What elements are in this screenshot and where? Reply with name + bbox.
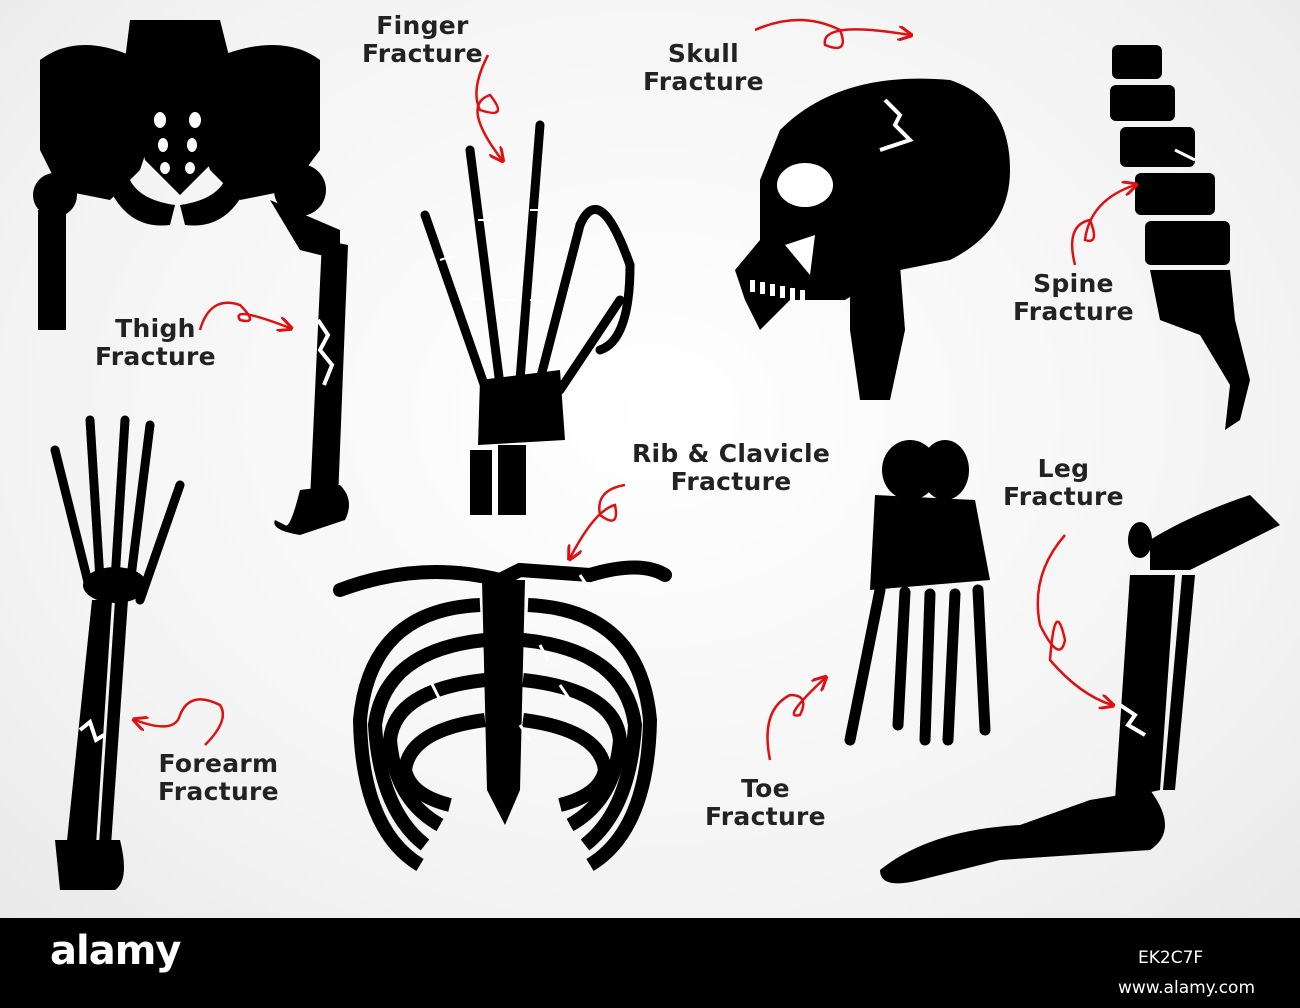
pelvis-icon [33, 20, 320, 330]
ribcage-icon [333, 560, 672, 871]
watermark-footer: alamy EK2C7F www.alamy.com [0, 918, 1300, 1008]
arrow-forearm [135, 698, 225, 746]
skull-icon [735, 78, 1010, 400]
footer-url: www.alamy.com [1118, 978, 1256, 998]
annotation-arrows [135, 18, 1135, 761]
hand-icon [420, 120, 635, 515]
leg-icon [880, 495, 1280, 884]
femur-icon [270, 164, 349, 535]
arrow-leg [1036, 534, 1112, 705]
arrow-skull [754, 18, 910, 50]
arrow-rib [570, 483, 626, 558]
spine-icon [1110, 45, 1250, 430]
arrow-finger [475, 54, 502, 160]
image-id: EK2C7F [1138, 948, 1204, 968]
arrow-spine [1070, 185, 1135, 266]
foot-icon [844, 440, 991, 746]
arrow-toe [766, 678, 826, 761]
alamy-logo: alamy [50, 928, 181, 974]
forearm-icon [50, 415, 185, 890]
bone-illustrations [33, 18, 1280, 890]
arrow-thigh [198, 301, 290, 330]
